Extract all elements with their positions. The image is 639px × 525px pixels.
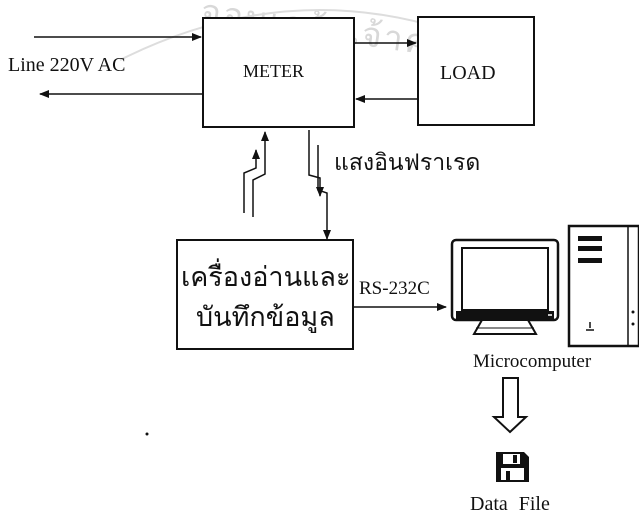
microcomputer-icon (452, 226, 639, 346)
reader-label-line2: บันทึกข้อมูล (196, 295, 335, 338)
infrared-label: แสงอินฟราเรด (334, 145, 480, 181)
line-label: Line 220V AC (8, 54, 125, 77)
infrared-signal-icon (244, 130, 327, 239)
meter-label: METER (243, 61, 304, 82)
computer-label: Microcomputer (473, 351, 591, 373)
hollow-down-arrow-icon (494, 378, 526, 432)
load-label: LOAD (440, 62, 496, 85)
stray-dot (146, 433, 149, 436)
serial-label: RS-232C (359, 278, 430, 300)
file-label: Data File (470, 493, 550, 516)
floppy-disk-icon (496, 452, 529, 482)
reader-label-line1: เครื่องอ่านและ (181, 255, 350, 298)
